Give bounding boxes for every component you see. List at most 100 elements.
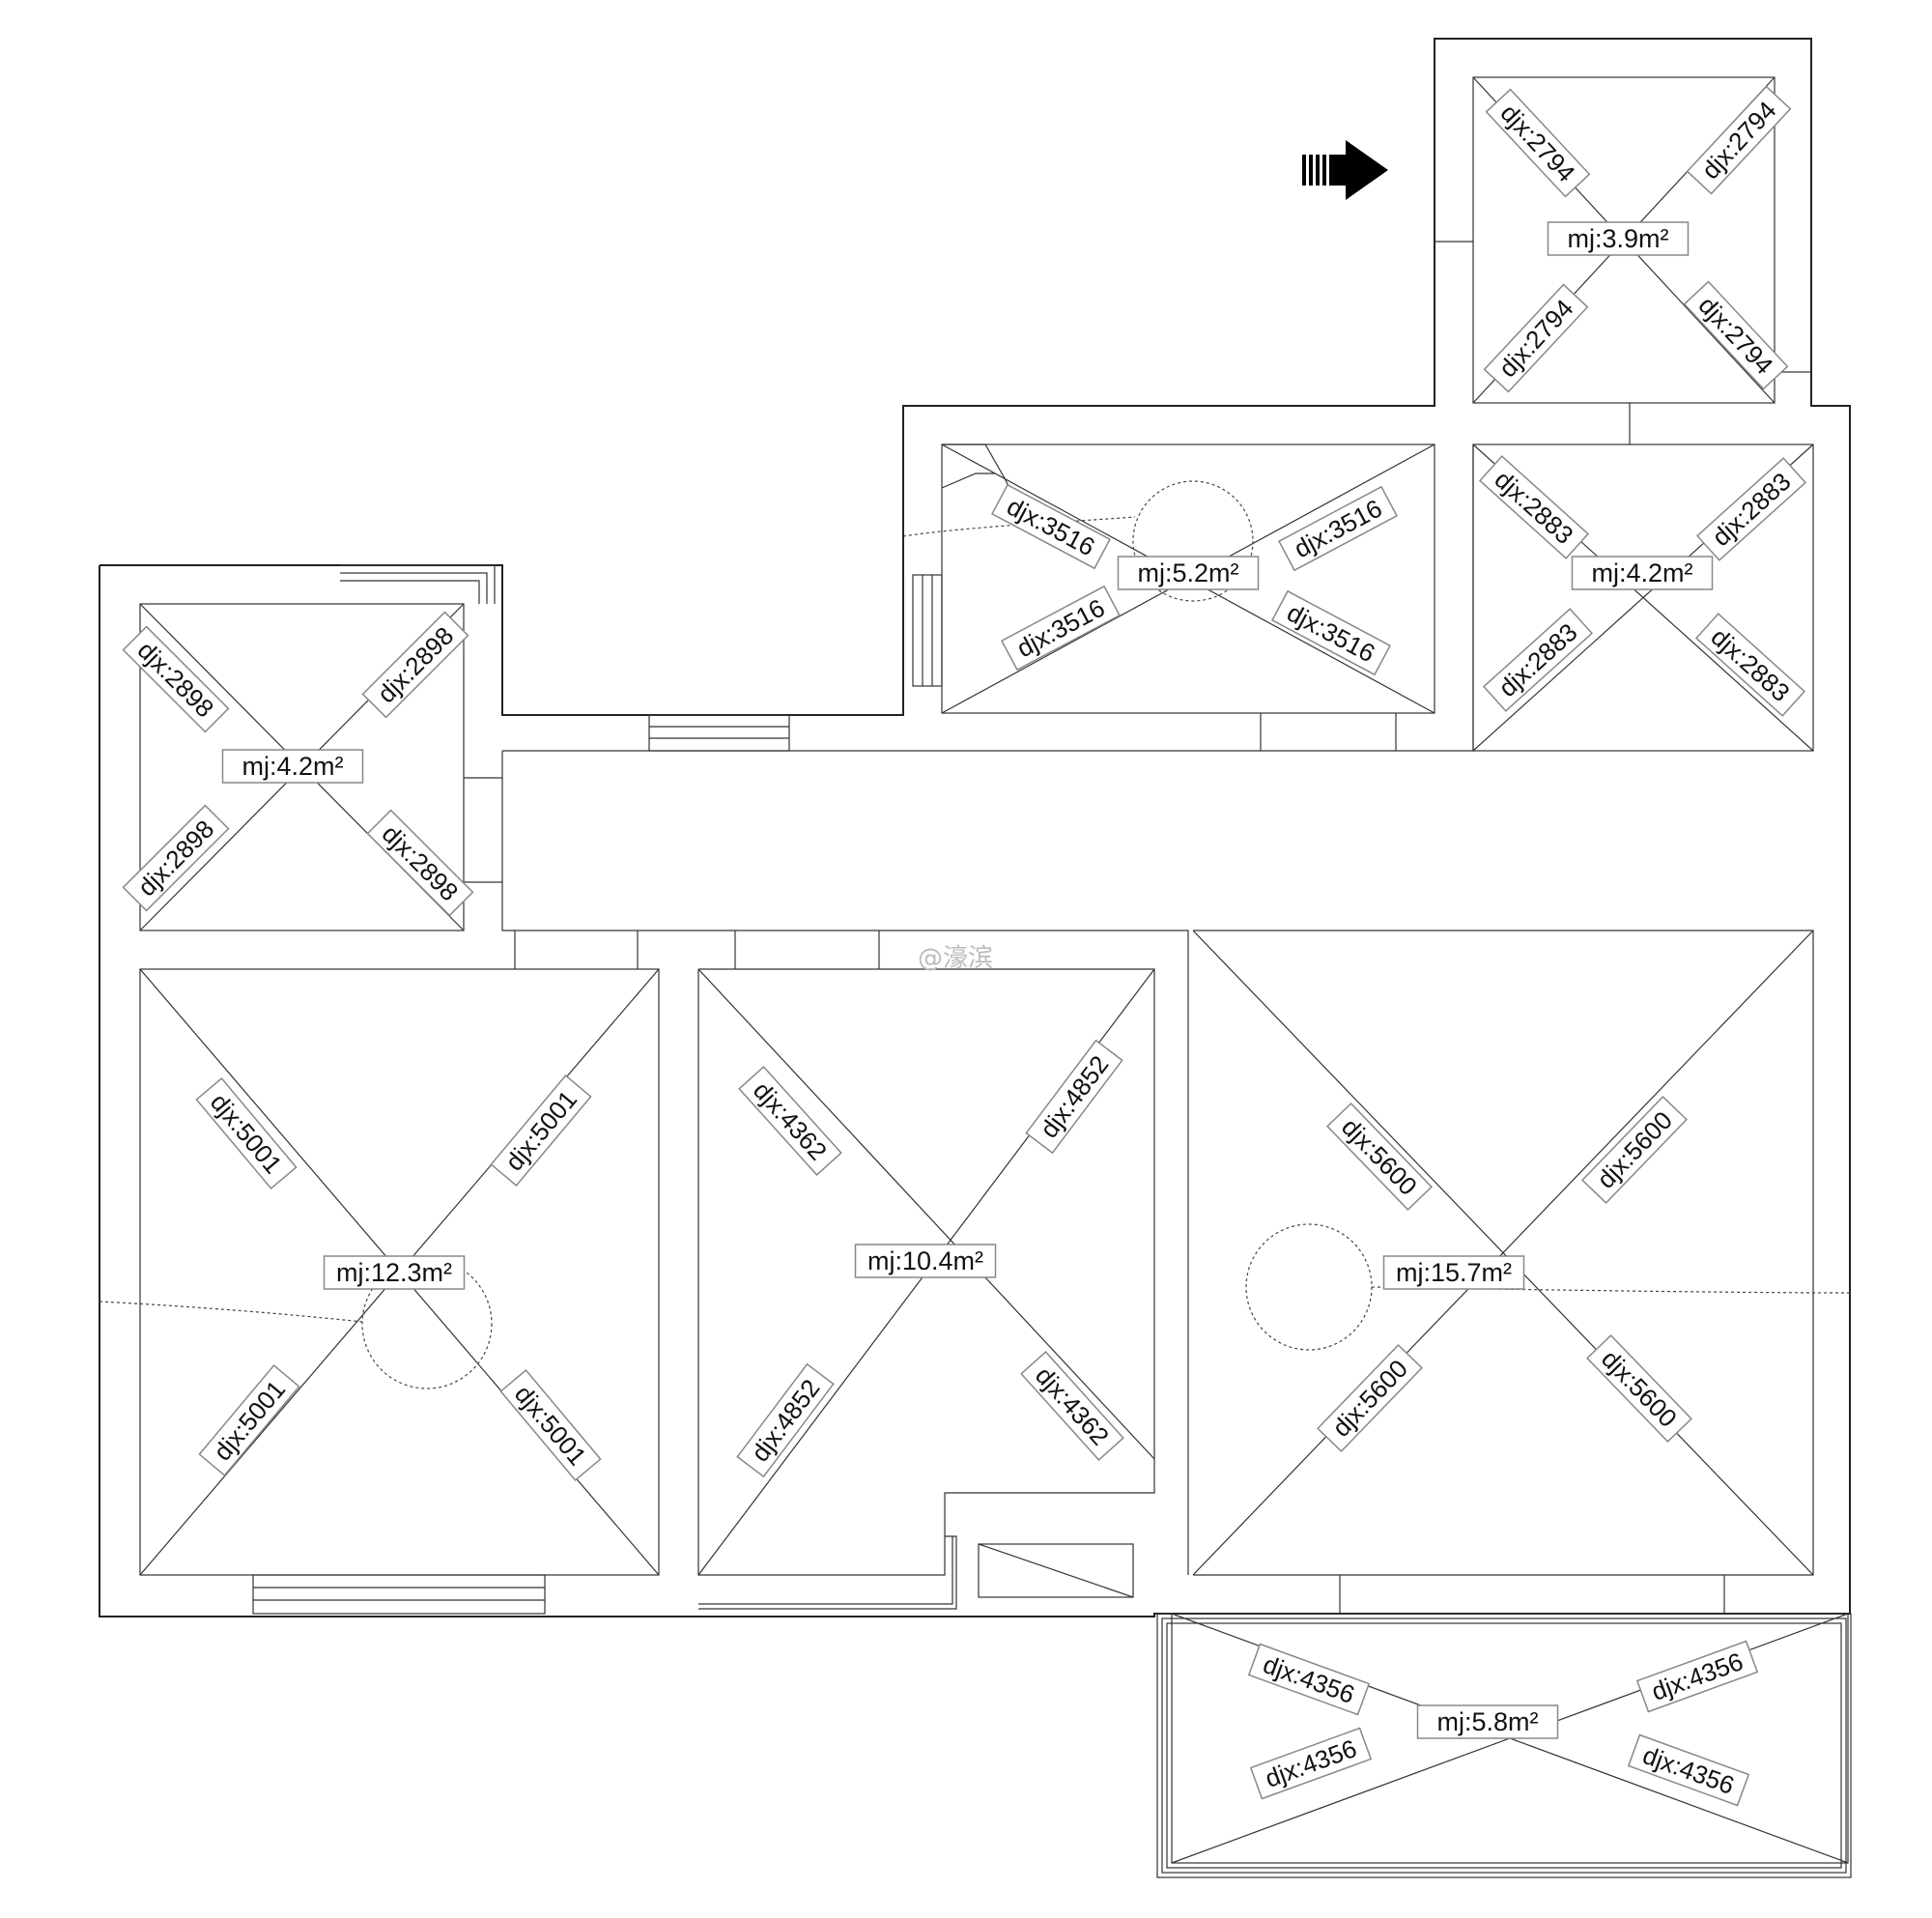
diagonal-length-label: djx:5600 [1586, 1333, 1692, 1444]
diagonal-length-label: djx:2883 [1478, 455, 1590, 559]
diagonal-length-label: djx:2898 [361, 611, 469, 719]
diagonal-length-label-box [1581, 1095, 1688, 1205]
diagonal-length-label-box [1694, 613, 1806, 717]
diagonal-length-label: djx:5600 [1326, 1102, 1433, 1212]
diagonal-length-label-text: djx:5001 [205, 1088, 288, 1180]
diagonal-length-label: djx:4356 [1247, 1643, 1371, 1716]
diagonal-length-label-text: djx:2883 [1492, 617, 1582, 702]
diagonal-length-label: djx:3516 [1001, 585, 1121, 672]
diagonal-length-label: djx:2883 [1695, 457, 1807, 561]
area-label: mj:4.2m² [221, 749, 364, 784]
diagonal-length-label: djx:2794 [1483, 283, 1589, 393]
diagonal-length-label-text: djx:4852 [1034, 1050, 1114, 1144]
diagonal-length-label: djx:2898 [366, 809, 474, 917]
area-label-text: mj:5.8m² [1436, 1707, 1538, 1736]
diagonal-length-label-text: djx:2794 [1495, 99, 1581, 187]
diagonal-length-label-text: djx:2898 [132, 815, 220, 902]
diagonal-length-label-text: djx:4356 [1648, 1646, 1747, 1706]
area-label-box [221, 749, 364, 784]
diagonal-length-label-text: djx:4362 [1030, 1360, 1115, 1450]
area-label: mj:3.9m² [1547, 221, 1690, 256]
diagonal-length-label-box [1635, 1640, 1759, 1713]
diagonal-length-label: djx:4852 [1025, 1039, 1123, 1155]
diagonal-length-label-box [499, 1369, 602, 1481]
diagonal-length-label-text: djx:2898 [377, 819, 465, 907]
diagonal-length-label-text: djx:2883 [1706, 467, 1796, 552]
diagonal-length-label-text: djx:5600 [1596, 1344, 1683, 1433]
diagonal-length-label-text: djx:2883 [1489, 465, 1578, 550]
diagonal-length-label: djx:4362 [1020, 1350, 1124, 1462]
diagonal-length-label: djx:4356 [1249, 1727, 1373, 1800]
diagonal-length-label-text: djx:2794 [1696, 96, 1782, 185]
diagonal-length-label-text: djx:5600 [1326, 1354, 1413, 1443]
diagonal-length-label-box [1001, 585, 1121, 672]
diagonal-length-label: djx:4356 [1635, 1640, 1759, 1713]
area-label-box [1117, 556, 1260, 590]
diagonal-length-label-text: djx:5001 [509, 1380, 592, 1472]
diagonal-length-label-text: djx:4356 [1260, 1649, 1359, 1709]
diagonal-length-label-box [1020, 1350, 1124, 1462]
diagonal-length-label-box [1482, 608, 1594, 712]
area-label-box [1382, 1255, 1525, 1290]
arrow-icon [1302, 140, 1388, 200]
diagonal-length-label: djx:2883 [1694, 613, 1806, 717]
area-label-box [323, 1255, 466, 1290]
area-label-box [854, 1244, 997, 1278]
area-label-text: mj:3.9m² [1567, 224, 1668, 253]
area-label-text: mj:15.7m² [1396, 1258, 1512, 1287]
diagonal-length-label: djx:3516 [1271, 589, 1391, 676]
diagonal-length-label-box [736, 1362, 835, 1478]
diagonal-length-label-box [1271, 589, 1391, 676]
area-label-text: mj:5.2m² [1137, 558, 1238, 587]
diagonal-length-label-box [1627, 1733, 1750, 1807]
area-label: mj:12.3m² [323, 1255, 466, 1290]
area-label: mj:4.2m² [1571, 556, 1714, 590]
diagonal-length-label-box [1485, 88, 1591, 198]
diagonal-length-label-box [1278, 485, 1398, 572]
diagonal-length-label-box [1695, 457, 1807, 561]
diagonal-length-label-box [1326, 1102, 1433, 1212]
diagonal-length-label: djx:5600 [1317, 1343, 1423, 1453]
diagonal-length-label-text: djx:4356 [1262, 1733, 1361, 1793]
diagonal-length-label-text: djx:2898 [372, 621, 460, 709]
diagonal-length-label-text: djx:2794 [1693, 291, 1779, 380]
area-label: mj:5.2m² [1117, 556, 1260, 590]
diagonal-length-label-box [122, 625, 230, 733]
diagonal-length-label-text: djx:5001 [499, 1085, 582, 1177]
area-label-box [1571, 556, 1714, 590]
diagonal-length-label: djx:5001 [198, 1364, 300, 1476]
diagonal-length-label: djx:4362 [738, 1065, 842, 1177]
diagonal-length-label-box [366, 809, 474, 917]
diagonal-length-label: djx:3516 [1278, 485, 1398, 572]
room-diagonals [139, 76, 1849, 1864]
diagonal-length-label-box [361, 611, 469, 719]
diagonal-length-label-box [1683, 280, 1789, 390]
diagonal-length-label-box [122, 804, 230, 912]
diagonal-length-label-box [1247, 1643, 1371, 1716]
watermark: @濠滨 [918, 944, 993, 973]
diagonal-length-label-box [1249, 1727, 1373, 1800]
area-label: mj:15.7m² [1382, 1255, 1525, 1290]
diagonal-length-label-box [1483, 283, 1589, 393]
area-label-text: mj:12.3m² [336, 1258, 452, 1287]
diagonal-length-label: djx:2883 [1482, 608, 1594, 712]
area-label: mj:10.4m² [854, 1244, 997, 1278]
diagonal-length-label-box [1686, 85, 1792, 195]
area-label-box [1416, 1704, 1559, 1739]
diagonal-length-label: djx:5001 [490, 1074, 592, 1187]
diagonal-length-label-box [1586, 1333, 1692, 1444]
diagonal-length-label-box [195, 1077, 298, 1189]
diagonal-length-label: djx:5600 [1581, 1095, 1688, 1205]
diagonal-length-label-text: djx:4362 [748, 1075, 833, 1165]
diagonal-length-label-box [1317, 1343, 1423, 1453]
diagonal-length-label-box [1025, 1039, 1123, 1155]
diagonal-length-label-box [1478, 455, 1590, 559]
room-outlines [139, 76, 1852, 1878]
diagonal-length-label-text: djx:2794 [1493, 294, 1579, 383]
area-label: mj:5.8m² [1416, 1704, 1559, 1739]
diagonal-length-label-text: djx:5001 [208, 1375, 291, 1467]
diagonal-length-label: djx:2794 [1485, 88, 1591, 198]
diagonal-length-label-box [738, 1065, 842, 1177]
windows [252, 241, 1811, 1615]
diagonal-length-label-text: djx:2898 [132, 636, 220, 724]
